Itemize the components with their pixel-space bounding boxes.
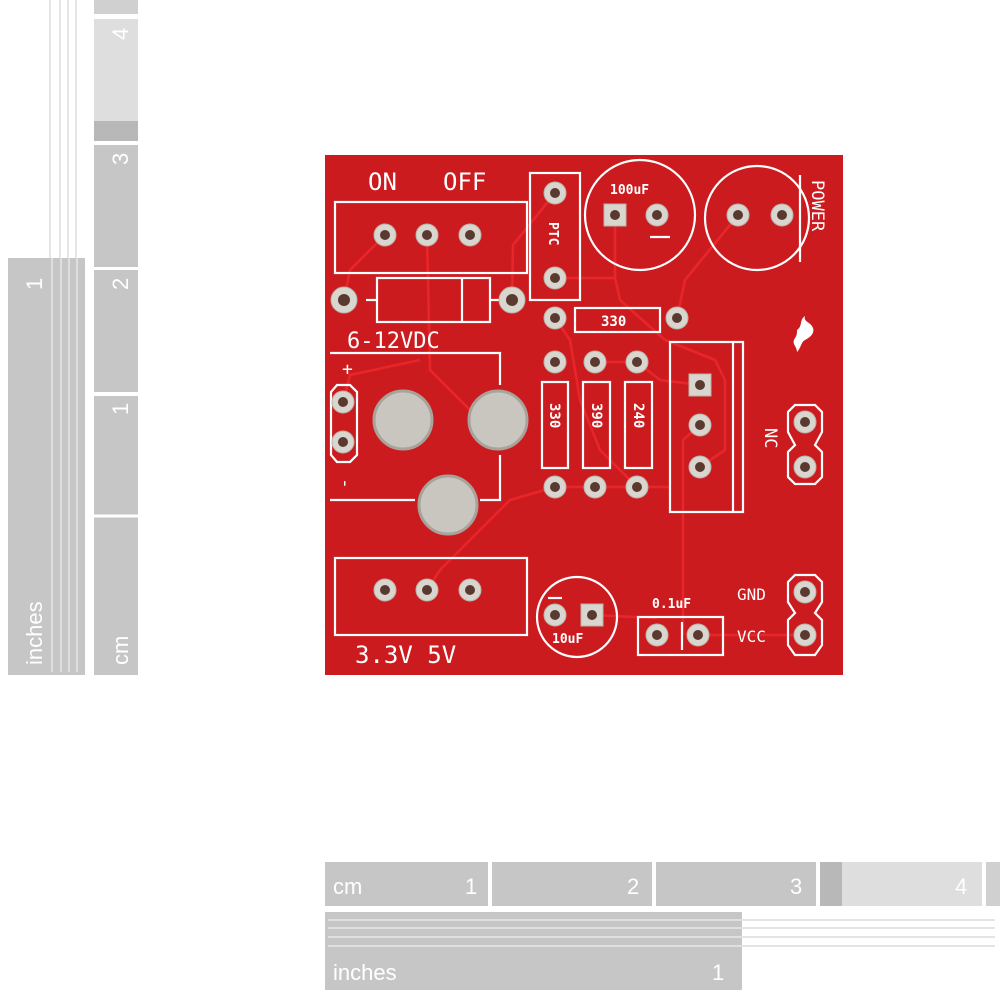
cap-ceramic-outline <box>636 615 725 657</box>
left-cm-mark-1: 1 <box>108 403 133 415</box>
pad-drill-hole <box>800 462 810 472</box>
pad-drill-hole <box>590 357 600 367</box>
label-plus: + <box>342 359 353 380</box>
pad-drill-hole <box>672 313 682 323</box>
label-res-top: 330 <box>601 314 626 330</box>
label-minus: - <box>335 478 356 489</box>
bottom-cm-mark-1: 1 <box>465 874 477 899</box>
pad-drill-hole <box>695 420 705 430</box>
pad-drill-hole <box>652 210 662 220</box>
pad-drill-hole <box>695 380 705 390</box>
power-led-outline <box>703 164 811 272</box>
label-cap-ceramic: 0.1uF <box>652 597 691 612</box>
bottom-cm-mark-2: 2 <box>627 874 639 899</box>
label-ptc: PTC <box>545 222 560 245</box>
left-cm-mark-2: 2 <box>108 278 133 290</box>
pad-drill-hole <box>422 585 432 595</box>
pad-drill-hole <box>695 462 705 472</box>
label-res-1: 330 <box>546 403 562 428</box>
label-off: OFF <box>443 168 486 196</box>
pad-drill-hole <box>632 357 642 367</box>
resistor-2-outline <box>581 380 612 470</box>
left-inch-mark-1: 1 <box>22 278 47 290</box>
label-vcc: VCC <box>737 627 766 646</box>
pad-drill-hole <box>550 482 560 492</box>
label-on: ON <box>368 168 397 196</box>
regulator-outline <box>668 340 745 514</box>
pad-drill-hole <box>800 587 810 597</box>
bottom-cm-unit-label: cm <box>333 874 362 899</box>
pad-drill-hole <box>777 210 787 220</box>
pad-drill-hole <box>800 417 810 427</box>
pad-drill-hole <box>338 397 348 407</box>
left-inch-unit-label: inches <box>22 601 47 665</box>
bottom-inch-ruler: inches 1 <box>325 912 995 990</box>
label-cap-10uf: 10uF <box>552 632 583 647</box>
label-voltage-select: 3.3V 5V <box>355 641 456 669</box>
flame-logo-icon <box>793 316 814 352</box>
pad-drill-hole <box>550 313 560 323</box>
cap-100uf-outline <box>583 158 697 272</box>
bottom-cm-mark-3: 3 <box>790 874 802 899</box>
nc-header-outline <box>786 403 824 486</box>
left-cm-mark-4: 4 <box>108 28 133 40</box>
ptc-outline <box>528 171 582 302</box>
left-cm-ruler: 4 3 2 1 cm <box>94 0 138 675</box>
pad-drill-hole <box>422 230 432 240</box>
label-cap-100uf: 100uF <box>610 183 649 198</box>
pad-drill-hole <box>550 188 560 198</box>
left-inch-ruler: inches 1 <box>8 0 85 675</box>
label-nc: NC <box>760 428 780 448</box>
label-res-2: 390 <box>588 403 604 428</box>
power-switch-outline <box>333 200 529 275</box>
bottom-inch-unit-label: inches <box>333 960 397 985</box>
label-power: POWER <box>807 180 827 232</box>
pad-drill-hole <box>338 437 348 447</box>
dc-jack-holes <box>372 389 529 536</box>
pcb-board: ON OFF 6-12VDC PTC 100uF POWER 330 330 3… <box>325 155 843 675</box>
bottom-cm-mark-4: 4 <box>955 874 967 899</box>
voltage-switch-outline <box>333 556 529 637</box>
label-res-3: 240 <box>630 403 646 428</box>
resistor-1-outline <box>540 380 570 470</box>
pad-drill-hole <box>587 610 597 620</box>
label-input-voltage: 6-12VDC <box>347 329 440 354</box>
pad-drill-hole <box>693 630 703 640</box>
pad-drill-hole <box>550 610 560 620</box>
left-cm-mark-3: 3 <box>108 153 133 165</box>
pad-drill-hole <box>338 294 350 306</box>
resistor-3-outline <box>623 380 654 470</box>
gnd-vcc-header-outline <box>786 573 824 657</box>
pad-drill-hole <box>380 585 390 595</box>
solder-pads <box>330 181 817 647</box>
bottom-inch-mark-1: 1 <box>712 960 724 985</box>
pad-drill-hole <box>550 273 560 283</box>
pad-drill-hole <box>610 210 620 220</box>
resistor-top-outline <box>573 306 662 334</box>
bottom-cm-ruler: cm 1 2 3 4 <box>325 862 1000 906</box>
pad-drill-hole <box>800 630 810 640</box>
pad-drill-hole <box>632 482 642 492</box>
pad-drill-hole <box>590 482 600 492</box>
label-gnd: GND <box>737 585 766 604</box>
cap-10uf-outline <box>535 575 619 659</box>
pad-drill-hole <box>465 585 475 595</box>
pad-drill-hole <box>506 294 518 306</box>
pad-drill-hole <box>550 357 560 367</box>
pad-drill-hole <box>652 630 662 640</box>
left-cm-unit-label: cm <box>108 636 133 665</box>
pad-drill-hole <box>465 230 475 240</box>
pad-drill-hole <box>733 210 743 220</box>
pad-drill-hole <box>380 230 390 240</box>
